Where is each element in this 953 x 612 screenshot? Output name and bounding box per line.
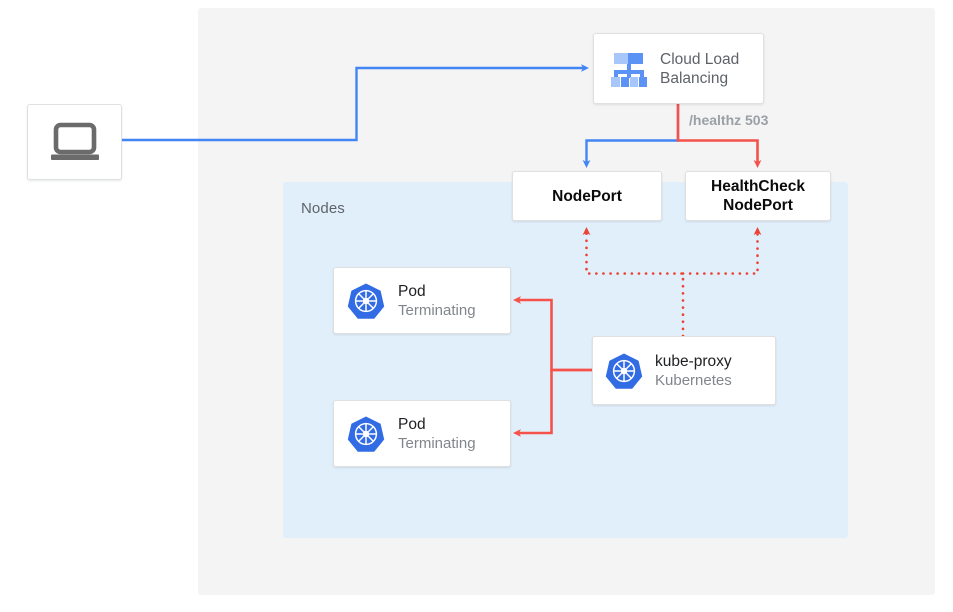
kubernetes-icon — [334, 281, 398, 321]
kube-proxy-card[interactable]: kube-proxy Kubernetes — [592, 336, 776, 405]
kubernetes-icon — [334, 414, 398, 454]
healthz-edge-label: /healthz 503 — [689, 112, 769, 128]
edge-lb-to-healthcheck-nodeport — [676, 104, 762, 169]
healthcheck-nodeport-line2: NodePort — [723, 197, 793, 214]
pod-status-1: Terminating — [398, 301, 476, 319]
kube-proxy-title: kube-proxy — [655, 352, 732, 370]
cloud-load-balancing-card[interactable]: Cloud Load Balancing — [593, 33, 764, 104]
edge-kube-proxy-dotted-trunk — [582, 226, 685, 338]
cloud-lb-line2: Balancing — [660, 69, 729, 87]
edge-kube-proxy-dotted-branch — [681, 226, 762, 275]
pod-text-1: Pod Terminating — [398, 282, 476, 320]
edge-kube-proxy-to-pod-2 — [512, 368, 592, 437]
nodeport-card[interactable]: NodePort — [512, 171, 662, 221]
pod-title-1: Pod — [398, 282, 426, 300]
pod-status-2: Terminating — [398, 434, 476, 452]
nodeport-label: NodePort — [552, 187, 622, 205]
pod-text-2: Pod Terminating — [398, 415, 476, 453]
laptop-icon — [47, 121, 103, 163]
kube-proxy-subtitle: Kubernetes — [655, 371, 732, 389]
kubernetes-icon — [593, 351, 655, 391]
nodes-region-label: Nodes — [301, 200, 345, 217]
cloud-lb-line1: Cloud Load — [660, 50, 740, 68]
edge-lb-to-nodeport — [582, 104, 680, 169]
healthcheck-nodeport-line1: HealthCheck — [711, 178, 805, 195]
kube-proxy-text: kube-proxy Kubernetes — [655, 352, 732, 390]
cloud-load-balancing-icon — [598, 49, 660, 89]
cloud-load-balancing-text: Cloud Load Balancing — [660, 50, 739, 88]
healthcheck-nodeport-card[interactable]: HealthCheck NodePort — [685, 171, 831, 221]
pod-card-1[interactable]: Pod Terminating — [333, 267, 511, 334]
client-device-card[interactable] — [27, 104, 122, 180]
pod-title-2: Pod — [398, 415, 426, 433]
edge-kube-proxy-to-pod-1 — [512, 296, 592, 372]
pod-card-2[interactable]: Pod Terminating — [333, 400, 511, 467]
edge-client-to-lb — [122, 64, 590, 142]
